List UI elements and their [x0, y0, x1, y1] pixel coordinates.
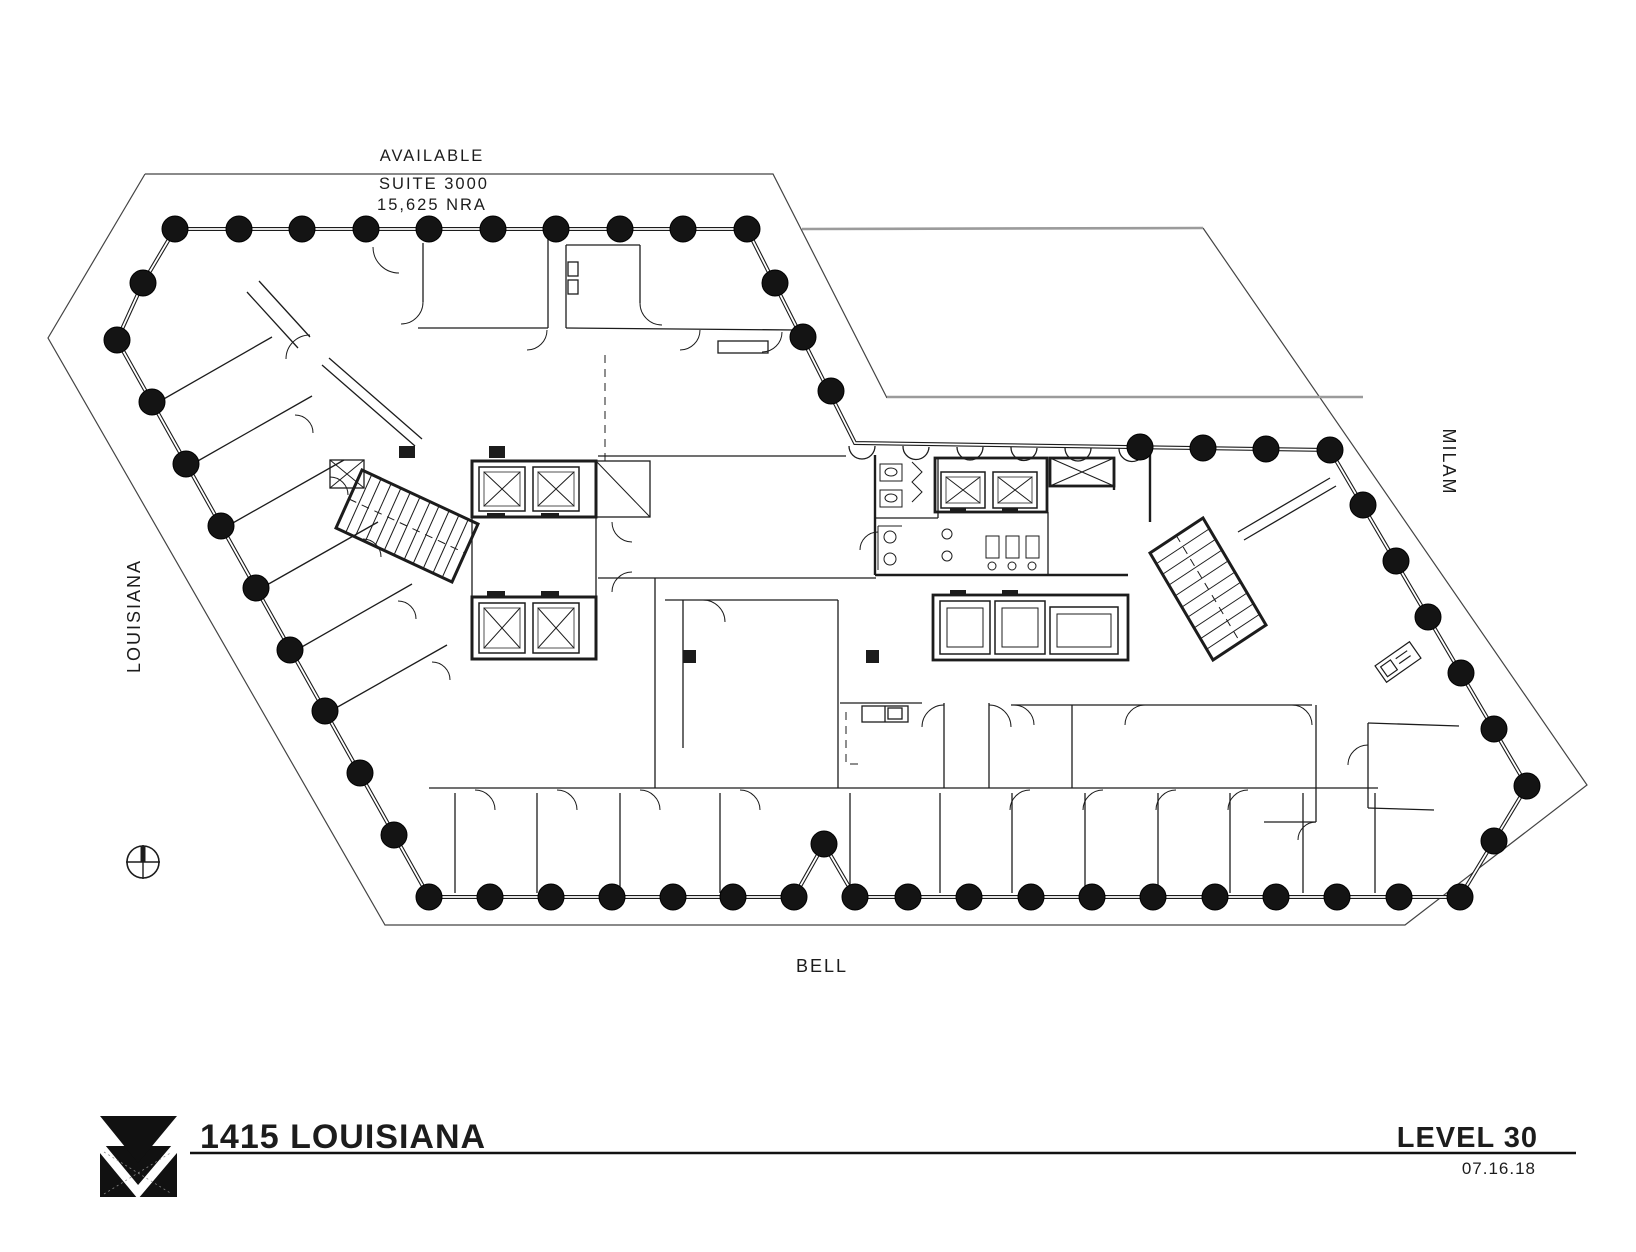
stair-east: [1147, 515, 1269, 663]
property-boundary: [47, 173, 1588, 926]
area-label: 15,625 NRA: [377, 196, 487, 214]
door-swing-arcs: [285, 246, 1369, 841]
elevator-bank-east-upper: [933, 456, 1049, 514]
desk-symbol: [1374, 640, 1422, 684]
north-indicator-icon: [126, 845, 160, 879]
building-title: 1415 LOUISIANA: [200, 1118, 486, 1156]
logo-icon: [96, 1116, 181, 1200]
mech-shaft: [595, 460, 651, 518]
street-milam-label: MILAM: [1439, 428, 1459, 495]
stair-west: [334, 467, 480, 585]
wall-jamb-blocks: [399, 446, 1018, 663]
elevator-bank-west-lower: [470, 595, 598, 661]
elevator-bank-west-upper: [470, 459, 598, 519]
adjacent-roof-outline: [801, 226, 1363, 399]
east-core: [873, 452, 1269, 663]
perimeter-columns: [103, 215, 1541, 911]
plan-labels: AVAILABLE SUITE 3000 15,625 NRA LOUISIAN…: [124, 147, 1459, 976]
interior-partitions: [154, 232, 1460, 893]
street-bell-label: BELL: [796, 956, 848, 976]
west-elevator-cells: [478, 466, 580, 654]
title-block: 1415 LOUISIANA LEVEL 30 07.16.18: [96, 1116, 1576, 1200]
suite-label: SUITE 3000: [379, 175, 489, 193]
dashed-lines: [348, 355, 1241, 765]
level-label: LEVEL 30: [1397, 1122, 1538, 1154]
window-bay-arcs: [848, 445, 1146, 463]
west-core: [329, 459, 651, 661]
street-louisiana-label: LOUISIANA: [124, 559, 144, 673]
date-label: 07.16.18: [1462, 1159, 1536, 1178]
available-label: AVAILABLE: [380, 147, 485, 165]
elevator-bank-east-lower: [931, 593, 1130, 662]
